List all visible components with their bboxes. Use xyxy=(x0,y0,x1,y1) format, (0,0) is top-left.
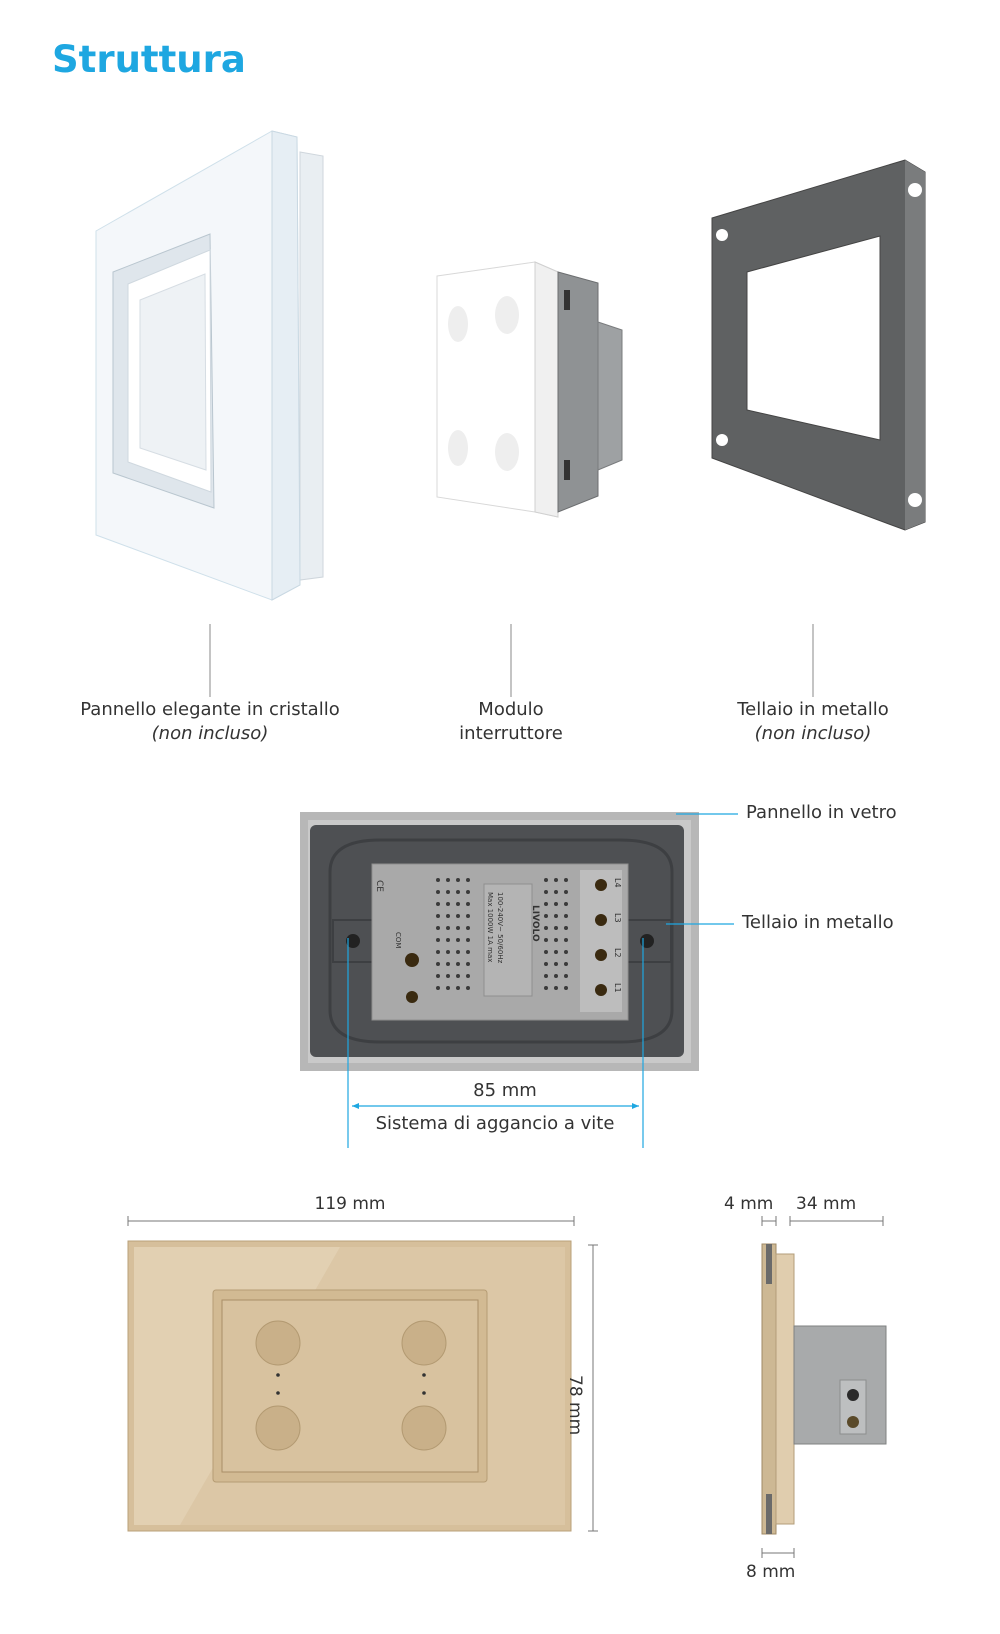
mount-distance: 85 mm xyxy=(473,1080,537,1101)
dimension-width: 119 mm xyxy=(314,1194,386,1214)
module-terminal-l3: L3 xyxy=(613,913,622,923)
module-terminal-l1: L1 xyxy=(613,983,622,993)
label-glass-panel-sub: (non incluso) xyxy=(151,723,269,744)
module-brand: LIVOLO xyxy=(530,905,540,942)
label-metal-frame: Tellaio in metallo (non incluso) xyxy=(693,698,933,746)
callout-glass-panel: Pannello in vetro xyxy=(746,802,897,823)
module-ce-mark: CE xyxy=(374,880,384,892)
page-title: Struttura xyxy=(52,38,246,81)
callout-metal-frame: Tellaio in metallo xyxy=(742,912,894,933)
mount-system-label: Sistema di aggancio a vite xyxy=(375,1113,615,1134)
dimension-side-front: 4 mm xyxy=(724,1194,774,1214)
label-glass-panel-main: Pannello elegante in cristallo xyxy=(80,699,340,720)
label-switch-module-main: Modulo xyxy=(478,699,544,720)
rear-view-image xyxy=(300,812,699,1071)
side-view-image xyxy=(761,1216,887,1558)
glass-panel-image xyxy=(95,130,324,601)
dimension-side-bottom: 8 mm xyxy=(746,1562,796,1582)
metal-frame-image xyxy=(711,159,926,531)
label-metal-frame-sub: (non incluso) xyxy=(754,723,872,744)
label-switch-module: Modulo interruttore xyxy=(411,698,611,746)
module-terminal-l4: L4 xyxy=(613,878,622,888)
module-spec-2: Max 1000W 1A max xyxy=(486,892,494,963)
switch-module-image xyxy=(436,261,623,518)
label-glass-panel: Pannello elegante in cristallo (non incl… xyxy=(60,698,360,746)
module-com: COM xyxy=(394,932,402,949)
front-view-image xyxy=(127,1216,598,1532)
label-switch-module-sub: interruttore xyxy=(459,723,563,744)
label-metal-frame-main: Tellaio in metallo xyxy=(737,699,889,720)
dimension-height: 78 mm xyxy=(565,1375,585,1436)
dimension-side-depth: 34 mm xyxy=(796,1194,857,1214)
module-terminal-l2: L2 xyxy=(613,948,622,958)
module-spec-1: 100-240V~ 50/60Hz xyxy=(496,892,504,964)
